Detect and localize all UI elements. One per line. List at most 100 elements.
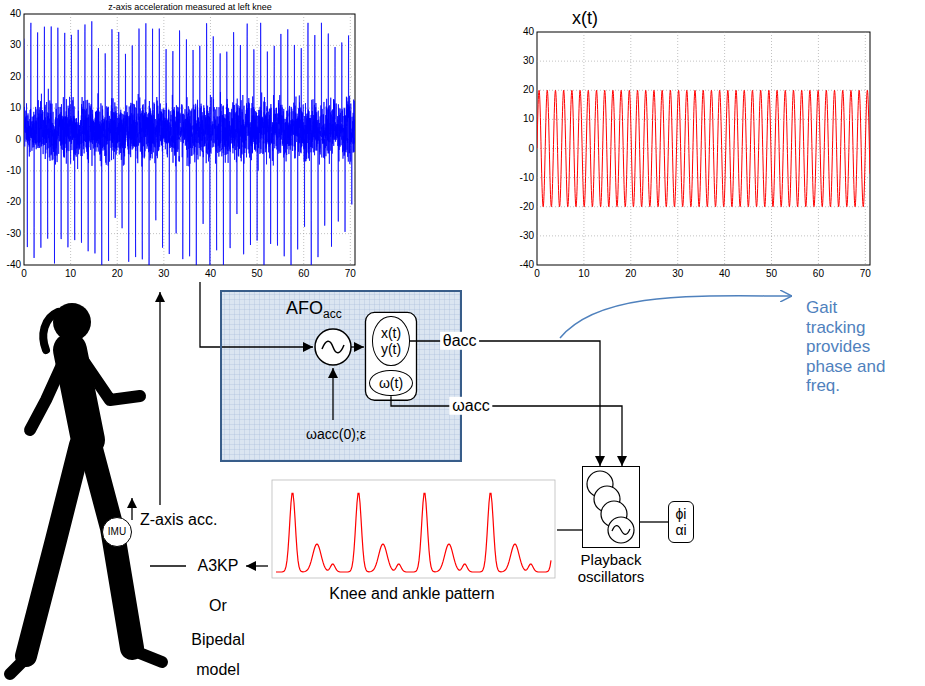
edge-label: ωacc [449,397,492,415]
playback-oscillator-symbols [587,471,634,543]
model-label: Bipedal [191,631,244,649]
tick-label: 50 [766,268,777,280]
gait-callout-arrow [560,296,792,338]
xt-chart [537,235,870,236]
state-ellipse: x(t)y(t) [372,316,409,365]
signal-label: Z-axis acc. [140,511,217,529]
walking-person-figure [10,658,26,674]
node-text: Playback oscillators [561,551,661,586]
node-text: y(t) [381,341,401,357]
acceleration-chart [24,45,355,46]
chart-caption: Knee and ankle pattern [329,585,494,603]
walking-person-figure [30,356,66,430]
oscillator-symbol [322,341,344,353]
tick-label: 10 [10,102,21,114]
tick-label: 30 [158,268,169,280]
node-text: ω(t) [379,375,403,391]
state-ellipse: ω(t) [369,370,412,397]
knee-ankle-chart [272,480,555,578]
walking-person-figure [26,445,80,656]
state-box [365,312,416,400]
model-label: Or [209,597,227,615]
node-text: AFO [286,298,323,319]
tick-label: -20 [7,197,21,209]
tick-label: 20 [10,71,21,83]
tick-label: 70 [860,268,871,280]
knee-ankle-chart [276,493,551,572]
tick-label: 20 [523,85,534,97]
arrows [332,368,333,420]
arrows [557,529,582,530]
xt-chart [537,177,870,178]
chart-title: x(t) [572,8,598,29]
afo-block: AFOacc x(t)y(t) ω(t) [220,290,462,462]
afo-ground [220,290,462,462]
xt-chart [818,32,819,265]
tick-label: 30 [10,40,21,52]
oscillator-symbol [315,329,351,365]
arrows [351,346,364,347]
state-box [365,312,416,400]
tick-label: 60 [298,268,309,280]
knee-ankle-chart [272,480,555,578]
acceleration-chart [24,21,355,265]
walking-person-figure [132,650,162,662]
model-label: A3KP [198,557,239,575]
tick-label: 10 [65,268,76,280]
xt-chart [537,206,870,207]
tick-label: 30 [672,268,683,280]
xt-chart [537,32,870,265]
oscillator-symbol [315,329,351,365]
tick-label: 10 [523,114,534,126]
tick-label: 0 [21,268,27,280]
node-text: αi [675,522,686,538]
tick-label: 0 [534,268,540,280]
xt-chart [583,32,584,265]
xt-chart [677,32,678,265]
tick-label: 0 [528,143,534,155]
tick-label: 40 [719,268,730,280]
tick-label: 40 [205,268,216,280]
tick-label: 60 [813,268,824,280]
node-text: IMU [108,526,126,538]
charts [24,14,870,268]
connector-arrow [640,521,668,522]
tick-label: 40 [523,26,534,38]
arrows [246,565,268,566]
walking-person-figure [90,445,132,648]
parameter-box: ϕiαi [668,501,693,543]
walking-person-figure [80,356,140,400]
tick-label: 20 [112,268,123,280]
signal-label: ωacc(0);ε [306,426,366,442]
tick-label: 0 [15,134,21,146]
walking-person-figure [10,303,162,674]
arrows [131,498,132,520]
xt-chart [537,61,870,62]
connector-arrow [410,341,600,466]
tick-label: -20 [520,201,534,213]
playback-box: Playback oscillators [582,466,640,548]
imu-sensor: IMU [102,517,132,547]
chart-title: z-axis acceleration measured at left kne… [108,2,272,12]
tick-label: 20 [625,268,636,280]
tick-label: 40 [10,8,21,20]
tick-label: -30 [7,228,21,240]
xt-chart [537,90,870,206]
tick-label: 30 [523,55,534,67]
acceleration-chart [24,14,355,268]
xt-chart [537,32,870,265]
arrows [159,292,160,505]
tick-label: -10 [520,172,534,184]
tick-label: 10 [578,268,589,280]
node-text: ϕi [676,506,687,522]
connector-arrow [391,396,622,466]
tick-label: -10 [7,165,21,177]
tick-label: 70 [345,268,356,280]
tick-label: 50 [252,268,263,280]
edge-label: θacc [440,332,480,350]
node-text: acc [323,308,342,322]
xt-chart [724,32,725,265]
acceleration-chart [24,76,355,77]
